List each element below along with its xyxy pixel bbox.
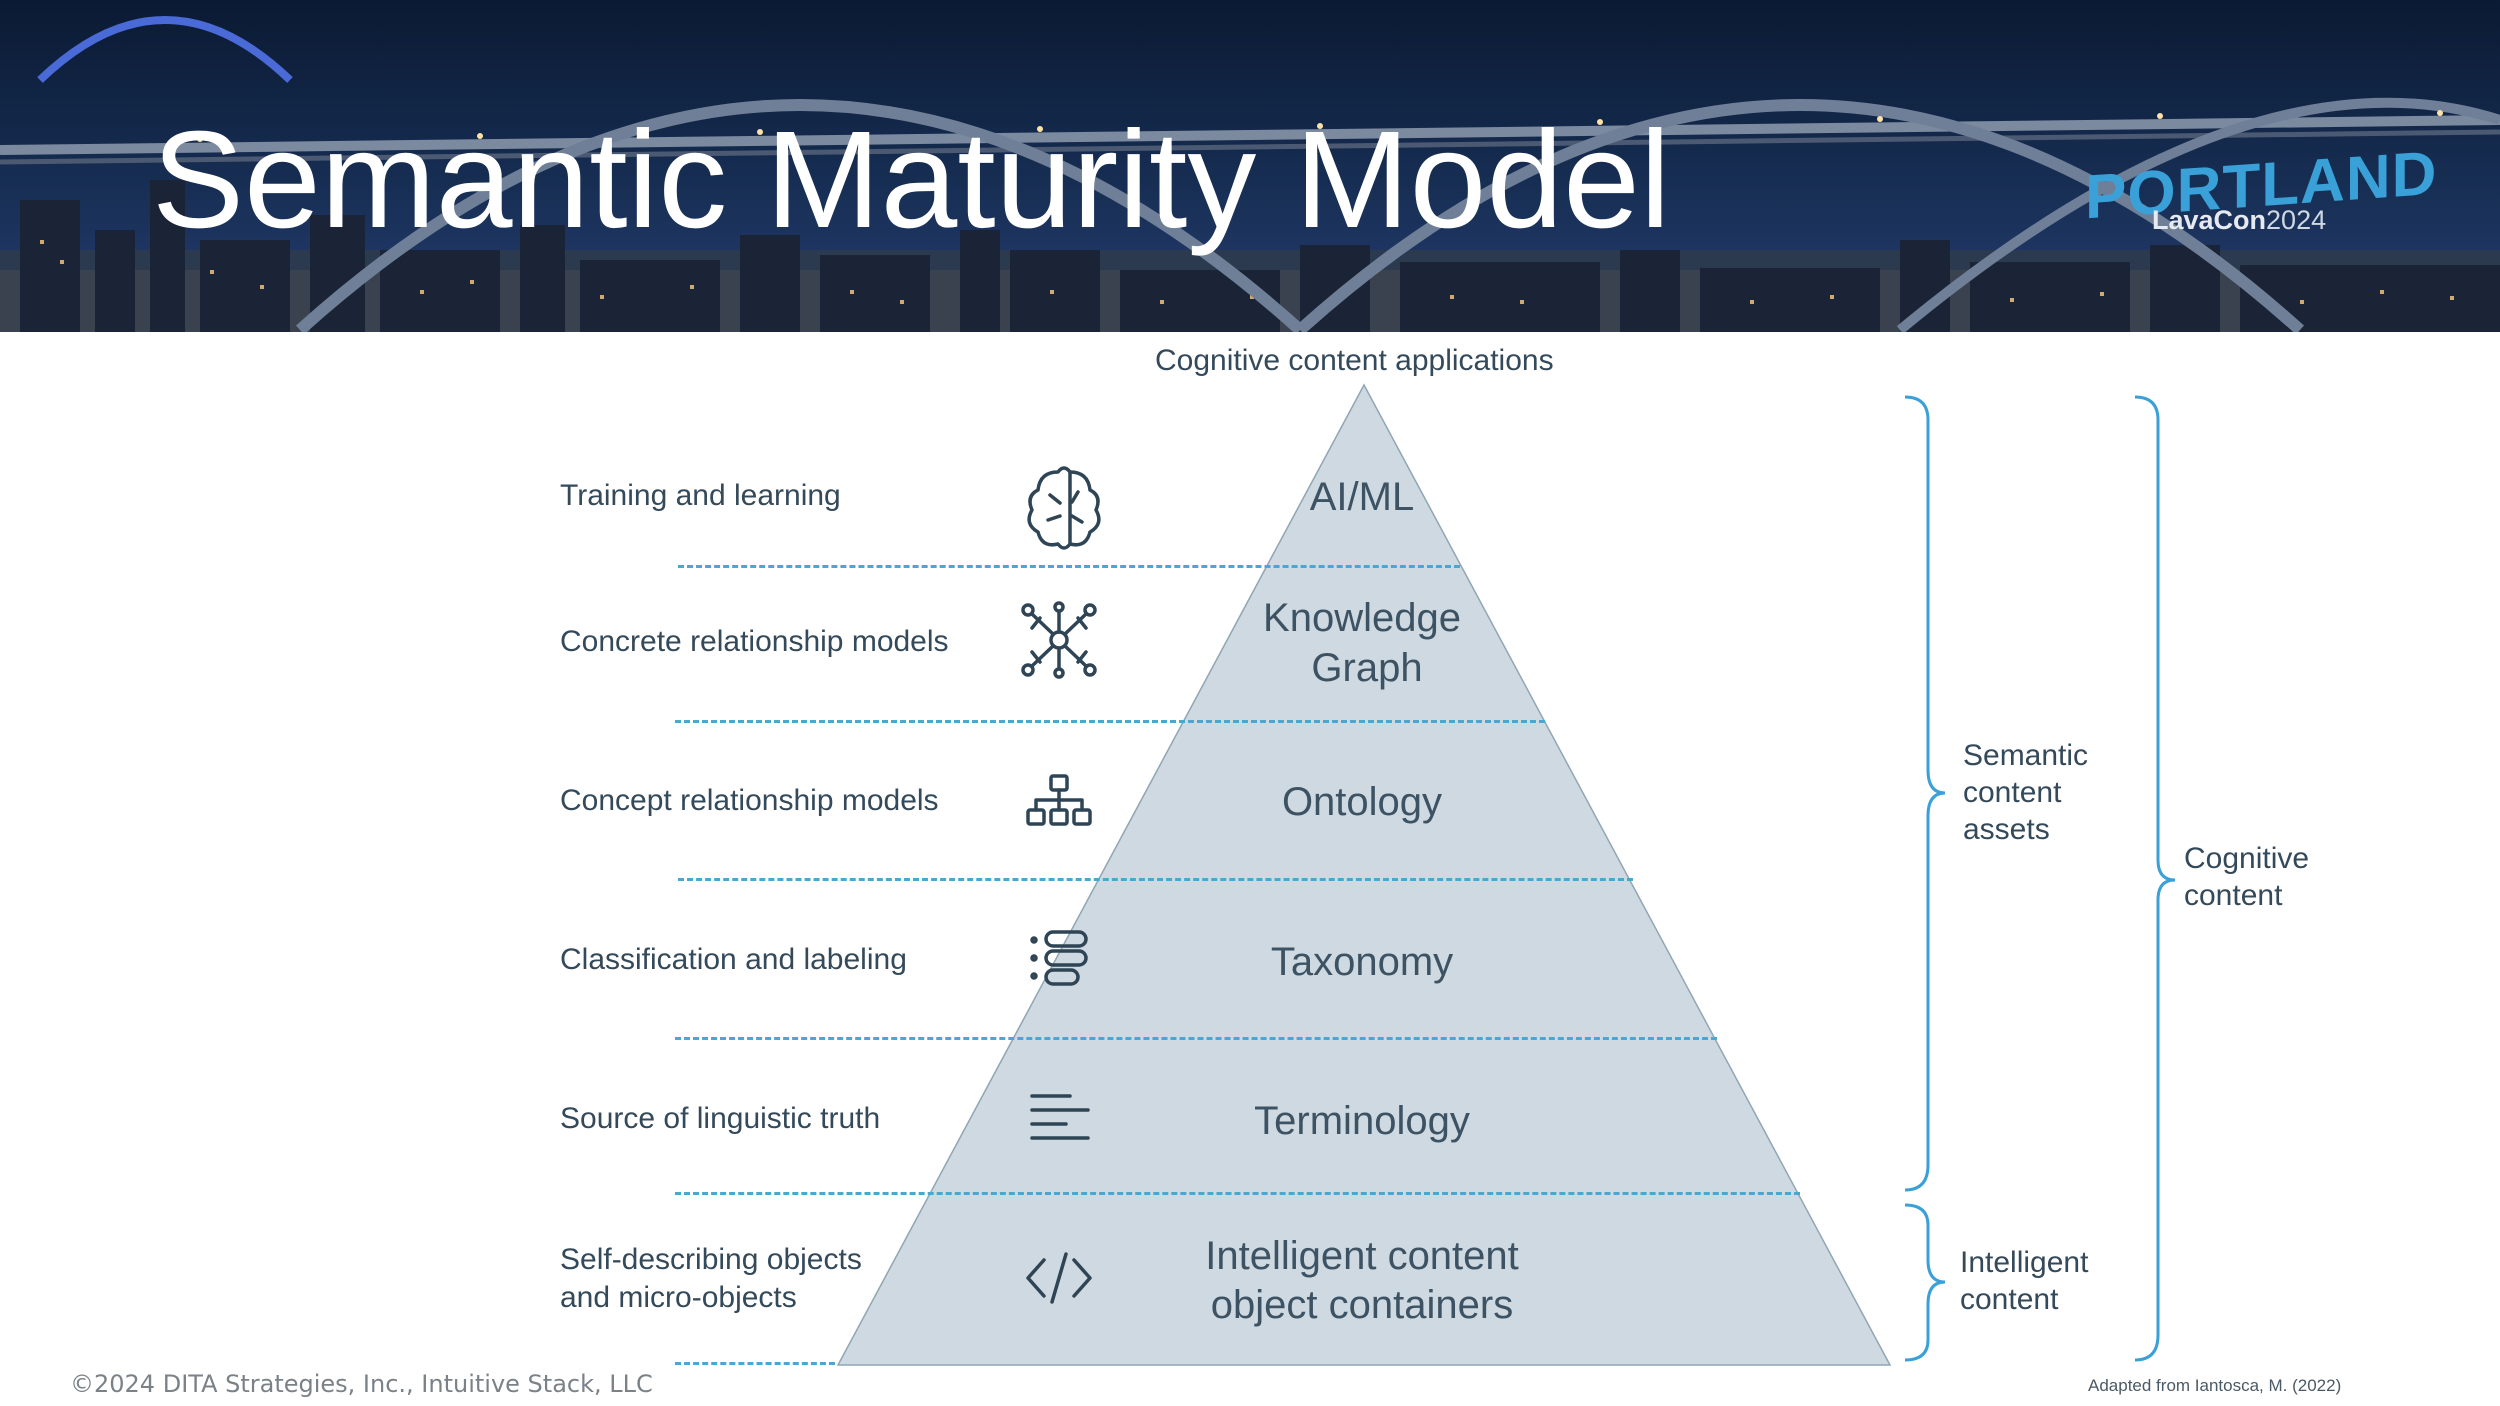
intelligent-brace	[1904, 1203, 1946, 1362]
semantic-brace	[1904, 395, 1946, 1192]
brace-label: content	[1960, 1283, 2059, 1316]
code-icon	[1026, 1252, 1092, 1304]
level-divider	[675, 1362, 835, 1365]
brace-label: Semantic	[1963, 739, 2089, 772]
level-divider	[675, 720, 1545, 723]
level-divider	[678, 565, 1460, 568]
level-description: Concrete relationship models	[560, 625, 949, 658]
lavacon-logo-arch-icon	[37, 16, 293, 83]
level-description: Self-describing objects	[560, 1243, 862, 1276]
brace-label: Intelligent	[1960, 1246, 2089, 1279]
logo-event: LavaCon2024	[2152, 205, 2327, 235]
hierarchy-icon	[1026, 774, 1092, 826]
pyramid-level-label: Graph	[1311, 646, 1423, 690]
copyright: ©2024 DITA Strategies, Inc., Intuitive S…	[70, 1370, 653, 1398]
apex-label: Cognitive content applications	[1155, 344, 1554, 377]
level-description: Source of linguistic truth	[560, 1102, 881, 1135]
pyramid-level-label: Terminology	[1254, 1099, 1470, 1143]
pyramid-level-label: Knowledge	[1263, 596, 1461, 640]
pyramid-level-label: AI/ML	[1309, 475, 1415, 519]
level-description: Concept relationship models	[560, 784, 939, 817]
bridge-skyline-background	[0, 97, 2500, 332]
pyramid-level-label: object containers	[1210, 1283, 1514, 1327]
network-graph-icon	[1021, 601, 1097, 679]
pyramid-level-label: Ontology	[1281, 780, 1443, 824]
slide-title: Semantic Maturity Model	[152, 103, 1671, 257]
pyramid-shape	[836, 383, 1892, 1366]
brace-label: content	[1963, 776, 2062, 809]
attribution: Adapted from Iantosca, M. (2022)	[2088, 1376, 2342, 1395]
level-description: and micro-objects	[560, 1281, 797, 1314]
brace-label: assets	[1963, 813, 2050, 846]
text-lines-icon	[1030, 1094, 1090, 1140]
cognitive-brace	[2134, 395, 2176, 1362]
level-divider	[678, 878, 1633, 881]
brace-label: Cognitive	[2184, 842, 2310, 875]
pyramid-level-label: Intelligent content	[1205, 1234, 1519, 1278]
level-description: Classification and labeling	[560, 943, 907, 976]
level-divider	[675, 1192, 1800, 1195]
brain-icon	[1027, 466, 1101, 550]
level-divider	[675, 1037, 1717, 1040]
header-banner: Semantic Maturity Model PORTLAND LavaCon…	[0, 0, 2500, 332]
brace-label: content	[2184, 879, 2283, 912]
pyramid-level-label: Taxonomy	[1270, 940, 1454, 984]
level-description: Training and learning	[560, 479, 841, 512]
list-tags-icon	[1030, 930, 1088, 986]
